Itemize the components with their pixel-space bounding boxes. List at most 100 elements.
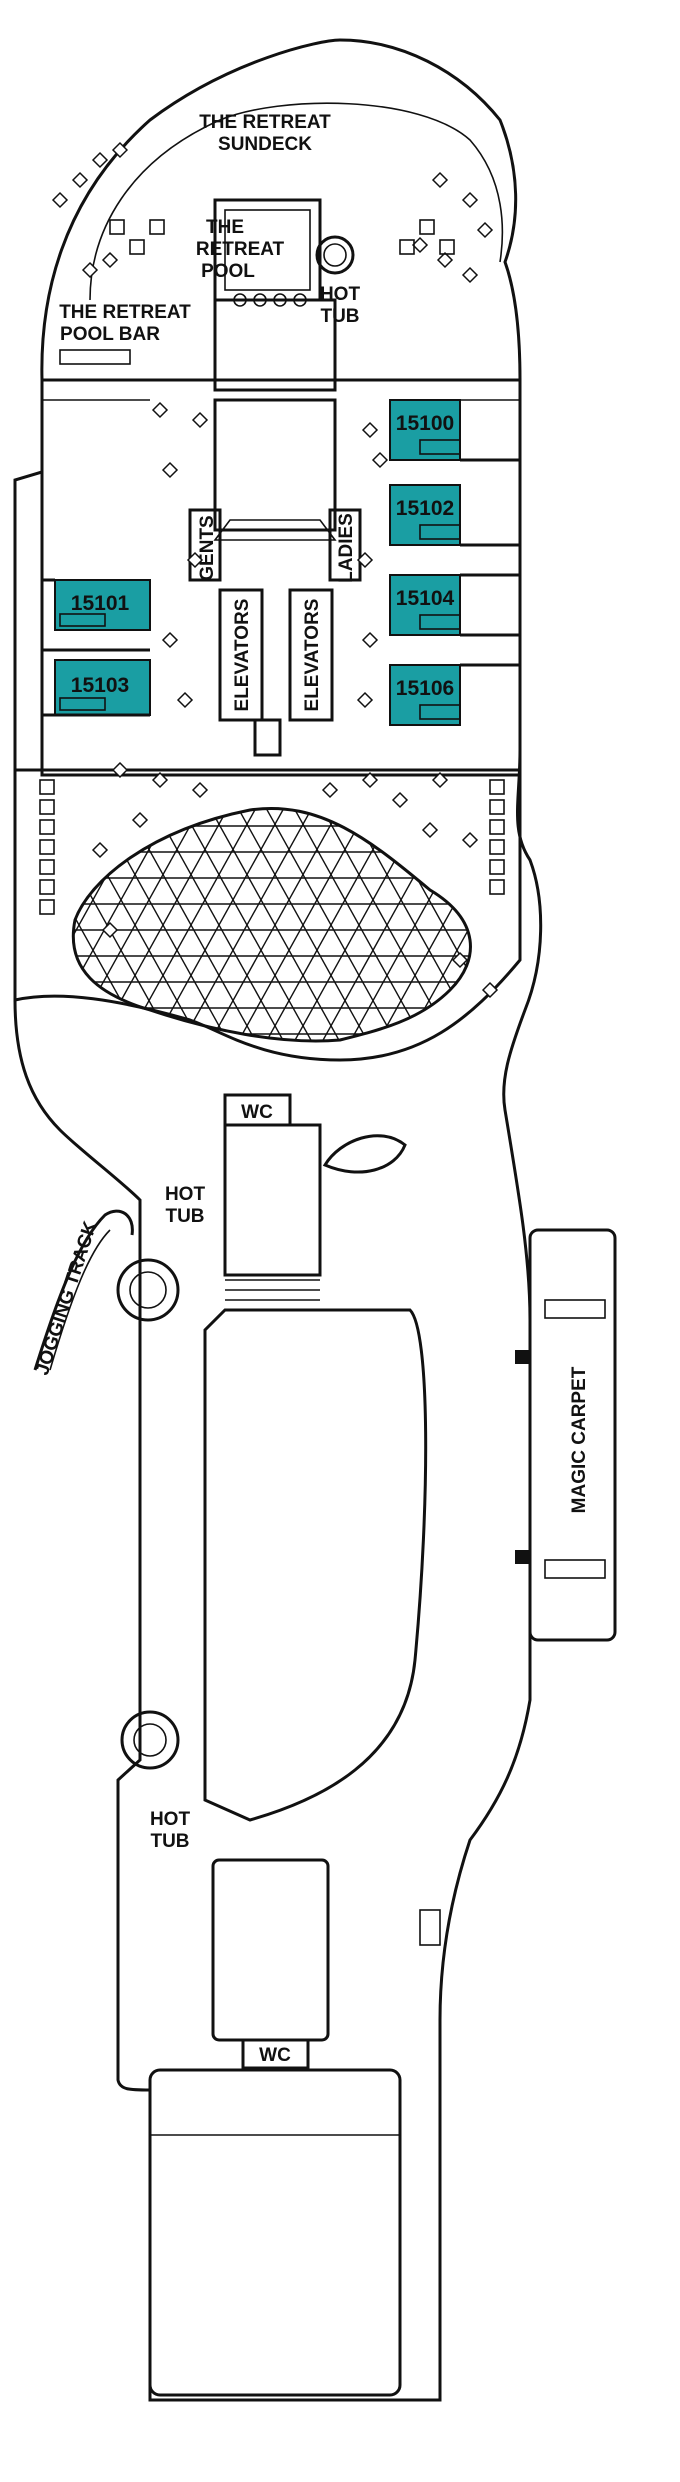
lounge-chair-marker — [151, 401, 169, 419]
svg-text:15106: 15106 — [396, 677, 454, 700]
jogging-track-inner — [49, 1229, 111, 1371]
lounge-chair-marker — [321, 781, 339, 799]
sun-lounger — [489, 779, 505, 795]
lounge-chair-marker — [451, 951, 469, 969]
lounge-chair-marker — [81, 261, 99, 279]
aft-deck-house — [148, 2068, 402, 2397]
sun-lounger — [39, 859, 55, 875]
sun-lounger — [39, 799, 55, 815]
lounge-chair-marker — [461, 831, 479, 849]
stateroom-15104[interactable]: 15104 — [389, 574, 461, 636]
lounge-chair-marker — [431, 171, 449, 189]
restroom-block-upper — [223, 1123, 322, 1277]
stateroom-15103[interactable]: 15103 — [54, 659, 151, 716]
gents-label: GENTS — [197, 515, 218, 580]
spiral-stair — [322, 1134, 407, 1174]
track-island — [203, 1308, 428, 1822]
lounge-chair-marker — [436, 251, 454, 269]
retreat-pool-bar-label-2: POOL BAR — [60, 324, 160, 345]
magic-carpet[interactable]: MAGIC CARPET — [515, 1228, 617, 1642]
hot-tub-aft: HOT TUB — [120, 1710, 191, 1852]
svg-text:MAGIC CARPET: MAGIC CARPET — [569, 1366, 590, 1513]
svg-text:15101: 15101 — [71, 592, 130, 615]
lounge-chair-marker — [411, 236, 429, 254]
jogging-track[interactable] — [33, 1209, 134, 1371]
lounge-chair-marker — [356, 691, 374, 709]
lounge-chair-marker — [461, 266, 479, 284]
cabin-band-frame — [40, 378, 522, 777]
lounge-chair-marker — [186, 551, 204, 569]
lounge-chair-marker — [161, 631, 179, 649]
stateroom-15106[interactable]: 15106 — [389, 664, 461, 726]
lounge-chair-marker — [431, 771, 449, 789]
deck-boundary-mid — [13, 768, 522, 1062]
sun-lounger — [419, 219, 435, 235]
lounge-chair-marker — [461, 191, 479, 209]
retreat-hot-tub — [315, 235, 355, 275]
lounge-chair-marker — [71, 171, 89, 189]
lounge-chair-marker — [111, 761, 129, 779]
retreat-area-boundary — [89, 102, 504, 301]
glass-roof — [71, 807, 472, 1043]
retreat-pool-label-3: POOL — [201, 261, 255, 282]
svg-text:15102: 15102 — [396, 497, 454, 520]
svg-text:HOT: HOT — [165, 1184, 206, 1205]
svg-text:HOT: HOT — [150, 1809, 191, 1830]
lounge-chair-marker — [191, 411, 209, 429]
elevators-left-label: ELEVATORS — [232, 599, 253, 712]
svg-text:15100: 15100 — [396, 412, 454, 435]
svg-text:TUB: TUB — [150, 1831, 189, 1852]
lounge-chair-marker — [421, 821, 439, 839]
retreat-hot-tub-label-2: TUB — [320, 306, 359, 327]
sun-lounger — [39, 819, 55, 835]
retreat-pool-label: THE — [206, 217, 244, 238]
lounge-chair-marker — [91, 151, 109, 169]
svg-text:15103: 15103 — [71, 674, 129, 697]
lounge-chair-marker — [371, 451, 389, 469]
sun-lounger — [399, 239, 415, 255]
lounge-chair-marker — [361, 771, 379, 789]
sun-lounger — [129, 239, 145, 255]
retreat-sundeck-label-2: SUNDECK — [218, 134, 312, 155]
retreat-pool-label-2: RETREAT — [196, 239, 285, 260]
lounge-chair-marker — [356, 551, 374, 569]
lounge-chair-marker — [191, 781, 209, 799]
lounge-chair-marker — [101, 921, 119, 939]
retreat-sundeck-label: THE RETREAT — [199, 112, 331, 133]
sun-lounger — [489, 859, 505, 875]
lounge-chair-marker — [151, 771, 169, 789]
lounge-chair-marker — [161, 461, 179, 479]
lounge-chair-marker — [101, 251, 119, 269]
ladies-label: LADIES — [336, 513, 357, 583]
sun-lounger — [39, 779, 55, 795]
lounge-chair-marker — [176, 691, 194, 709]
svg-text:TUB: TUB — [165, 1206, 204, 1227]
lounge-chair-marker — [361, 631, 379, 649]
sun-lounger — [489, 819, 505, 835]
wc-lower: WC — [241, 2038, 310, 2070]
stateroom-15102[interactable]: 15102 — [389, 484, 461, 546]
sun-lounger — [149, 219, 165, 235]
lounge-chair-marker — [131, 811, 149, 829]
lounge-chair-marker — [91, 841, 109, 859]
lounge-chair-marker — [361, 421, 379, 439]
stateroom-15100[interactable]: 15100 — [389, 399, 461, 461]
sun-lounger — [109, 219, 125, 235]
svg-text:15104: 15104 — [396, 587, 455, 610]
lounge-chair-marker — [51, 191, 69, 209]
stateroom-15101[interactable]: 15101 — [54, 579, 151, 631]
aft-structure — [211, 1858, 330, 2042]
elevators-right-label: ELEVATORS — [302, 599, 323, 712]
retreat-pool — [213, 198, 322, 307]
stairs-aft — [419, 1909, 441, 1946]
sun-lounger — [439, 239, 455, 255]
lounge-chair-marker — [391, 791, 409, 809]
sun-lounger — [39, 839, 55, 855]
svg-text:WC: WC — [259, 2045, 291, 2066]
wc-upper: WC — [223, 1093, 292, 1127]
sun-lounger — [489, 879, 505, 895]
steps-upper — [225, 1279, 320, 1301]
retreat-hot-tub-label: HOT — [320, 284, 361, 305]
jogging-track-label: JOGGING TRACK — [32, 1218, 102, 1377]
